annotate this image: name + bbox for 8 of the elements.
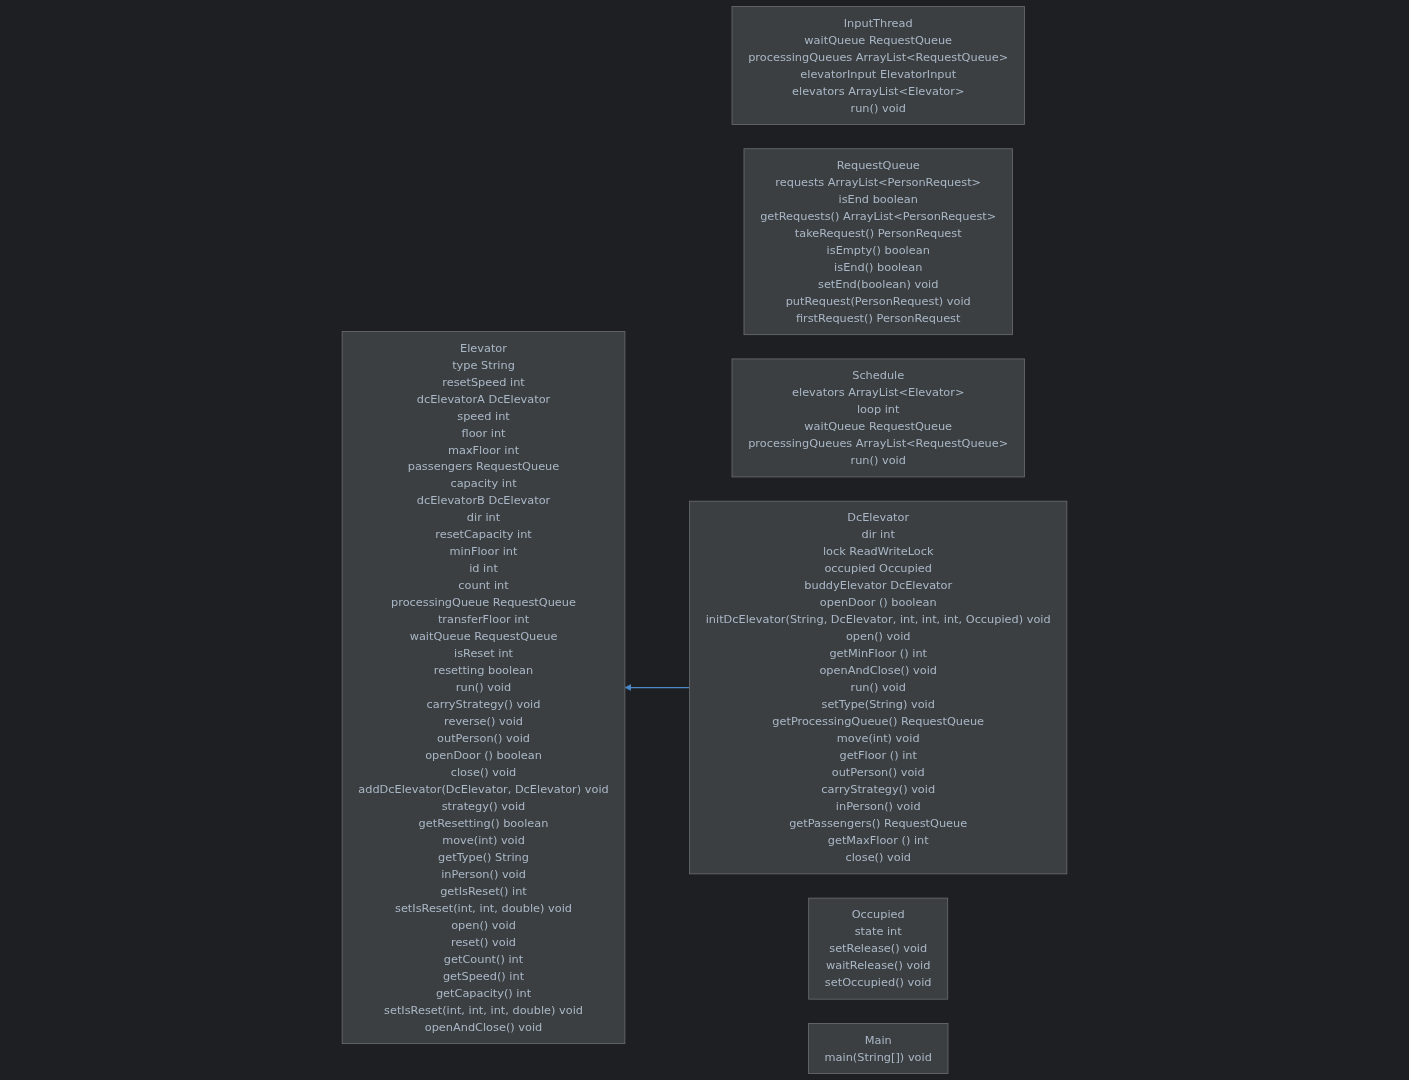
node-box: InputThread waitQueue RequestQueue processingQueues ArrayList<RequestQueue> elevatorInput ElevatorInput elevators ArrayList<Elevator> run() void [731, 6, 1025, 125]
node-box: RequestQueue requests ArrayList<PersonRequest> isEnd boolean getRequests() ArrayList<PersonRequest> takeRequest() PersonRequest isEmpty() boolean isEnd() boolean setEnd(boolean) void putRequest(PersonRequest) void firstRequest() PersonRequest [743, 148, 1013, 336]
node-box: Elevator type String resetSpeed int dcElevatorA DcElevator speed int floor int maxFloor int passengers RequestQueue capacity int dcElevatorB DcElevator dir int resetCapacity int minFloor int id int count int processingQueue RequestQueue transferFloor int waitQueue RequestQueue isReset int resetting boolean run() void carryStrategy() void reverse() void outPerson() void openDoor () boolean close() void addDcElevator(DcElevator, DcElevator) void strategy() void getResetting() boolean move(int) void getType() String inPerson() void getIsReset() int setIsReset(int, int, double) void open() void reset() void getCount() int getSpeed() int getCapacity() int setIsReset(int, int, int, double) void openAndClose() void [341, 331, 626, 1045]
node-box: Main main(String[]) void [808, 1023, 949, 1074]
node-box: Occupied state int setRelease() void waitRelease() void setOccupied() void [808, 897, 949, 1000]
arrow [624, 683, 691, 692]
node-box: DcElevator dir int lock ReadWriteLock occupied Occupied buddyElevator DcElevator openDoor () boolean initDcElevator(String, DcElevator, int, int, int, Occupied) void open() void getMinFloor () int openAndClose() void run() void setType(String) void getProcessingQueue() RequestQueue move(int) void getFloor () int outPerson() void carryStrategy() void inPerson() void getPassengers() RequestQueue getMaxFloor () int close() void [689, 500, 1068, 875]
node-box: Schedule elevators ArrayList<Elevator> loop int waitQueue RequestQueue processingQueues ArrayList<RequestQueue> run() void [731, 358, 1025, 478]
